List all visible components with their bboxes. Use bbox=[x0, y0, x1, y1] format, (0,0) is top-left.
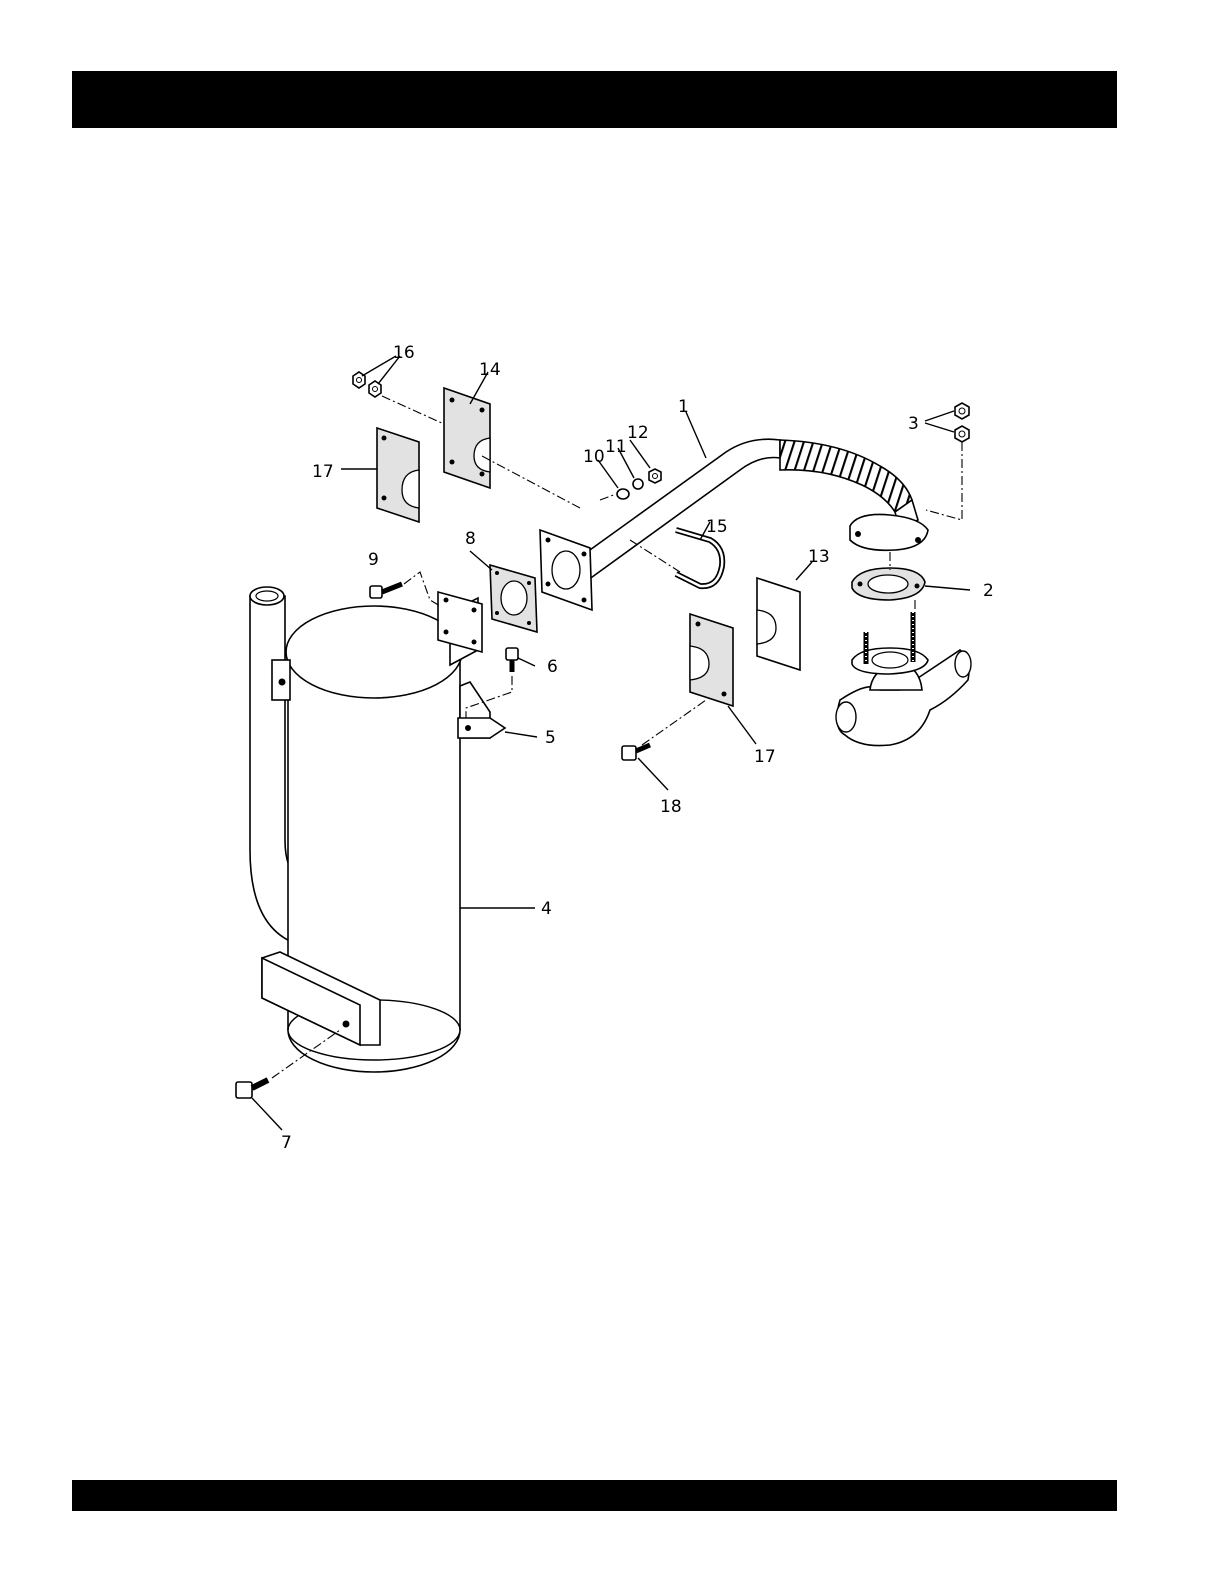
bolt-7 bbox=[236, 1080, 268, 1098]
callout-3: 3 bbox=[908, 414, 919, 434]
callout-17-upper: 17 bbox=[312, 462, 334, 482]
callout-15: 15 bbox=[706, 517, 728, 537]
callout-7: 7 bbox=[281, 1133, 292, 1153]
gasket-square bbox=[490, 565, 537, 632]
callout-6: 6 bbox=[547, 657, 558, 677]
heat-shield-14 bbox=[444, 388, 490, 488]
callout-13: 13 bbox=[808, 547, 830, 567]
callout-14: 14 bbox=[479, 360, 501, 380]
bolt-6 bbox=[506, 648, 518, 672]
callout-5: 5 bbox=[545, 728, 556, 748]
callout-2: 2 bbox=[983, 581, 994, 601]
callout-10: 10 bbox=[583, 447, 605, 467]
muffler bbox=[250, 587, 505, 1072]
callout-4: 4 bbox=[541, 899, 552, 919]
callout-12: 12 bbox=[627, 423, 649, 443]
callout-9: 9 bbox=[368, 550, 379, 570]
heat-shield-13 bbox=[757, 578, 800, 670]
callout-8: 8 bbox=[465, 529, 476, 549]
bolt-9 bbox=[370, 584, 402, 598]
exhaust-manifold bbox=[836, 612, 971, 746]
heat-shield-17-upper bbox=[377, 428, 419, 522]
callout-1: 1 bbox=[678, 397, 689, 417]
callout-17-lower: 17 bbox=[754, 747, 776, 767]
heat-shield-17-lower bbox=[690, 614, 733, 706]
callout-16: 16 bbox=[393, 343, 415, 363]
bolt-18 bbox=[622, 745, 650, 760]
callout-18: 18 bbox=[660, 797, 682, 817]
callout-11: 11 bbox=[605, 437, 627, 457]
gasket-manifold bbox=[852, 568, 925, 600]
u-bolt bbox=[676, 530, 722, 586]
